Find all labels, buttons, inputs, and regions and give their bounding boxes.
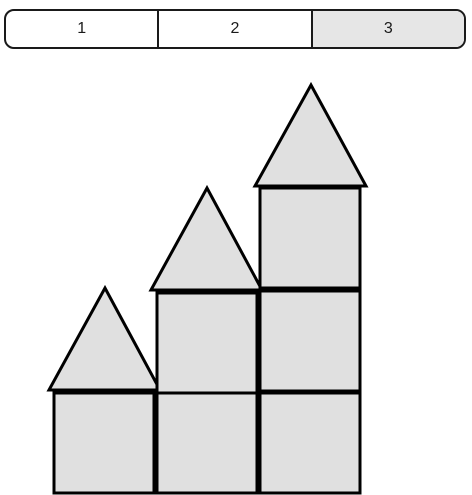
column-3-block-3 <box>258 186 362 290</box>
segment-option-2[interactable]: 2 <box>157 11 310 47</box>
segment-label-1: 1 <box>77 20 87 37</box>
column-2-roof <box>148 184 265 292</box>
column-1-block-1 <box>52 391 156 495</box>
segment-label-3: 3 <box>383 20 393 37</box>
column-3-block-1 <box>258 391 362 495</box>
segment-label-2: 2 <box>230 20 240 37</box>
column-3-block-2 <box>258 289 362 393</box>
column-2-block-1 <box>155 391 259 495</box>
column-3-roof <box>252 81 369 188</box>
stack-count-selector: 1 2 3 <box>4 9 466 49</box>
column-2-block-2 <box>155 291 259 395</box>
segment-option-3[interactable]: 3 <box>310 11 464 47</box>
segment-option-1[interactable]: 1 <box>6 11 157 47</box>
column-1-roof <box>46 284 163 392</box>
